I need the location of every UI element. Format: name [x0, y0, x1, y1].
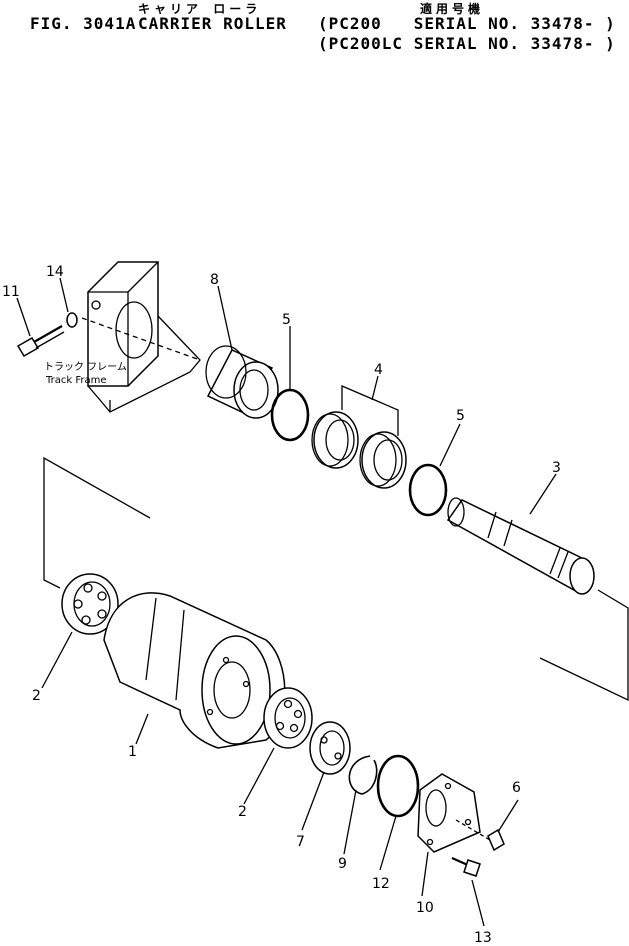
track-frame-label-jp: トラック フレーム — [44, 361, 127, 373]
bolt-13 — [16, 325, 65, 358]
o-ring-11 — [376, 754, 420, 818]
cover-9 — [417, 773, 481, 853]
callout-2-left: 2 — [32, 688, 41, 704]
callout-7: 7 — [296, 834, 305, 850]
snap-ring-8 — [348, 755, 378, 795]
bolt-12 — [451, 856, 481, 877]
track-frame — [87, 261, 201, 413]
callout-5-lower: 5 — [456, 408, 465, 424]
callout-6: 8 — [210, 272, 219, 288]
callout-3: 3 — [552, 460, 561, 476]
track-frame-label-en: Track Frame — [45, 375, 107, 386]
callout-11: 12 — [372, 876, 390, 892]
callout-5-upper: 5 — [282, 312, 291, 328]
assembly-line-right — [539, 589, 629, 702]
serial-line-1: (PC200 SERIAL NO. 33478- ) — [318, 14, 616, 33]
bearing-2-left — [61, 573, 119, 635]
callout-8: 9 — [338, 856, 347, 872]
nut-7 — [309, 721, 351, 775]
callout-9: 10 — [416, 900, 434, 916]
roller-1 — [103, 592, 286, 749]
callout-10: 6 — [512, 780, 521, 796]
bearing-2-right — [263, 687, 313, 749]
serial-line-2: (PC200LC SERIAL NO. 33478- ) — [318, 34, 616, 53]
callout-14: 14 — [46, 264, 64, 280]
o-ring-5-upper — [270, 388, 310, 442]
callout-4: 4 — [374, 362, 383, 378]
assembly-line-left — [43, 456, 151, 589]
figure-number: FIG. 3041A — [30, 14, 137, 33]
callout-12: 13 — [474, 930, 492, 946]
washer-14 — [66, 312, 78, 328]
plug-10 — [455, 819, 505, 852]
japanese-applicable-models: 適用号機 — [420, 2, 485, 16]
callout-13: 11 — [2, 284, 20, 300]
callout-2-right: 2 — [238, 804, 247, 820]
shaft-3 — [446, 497, 595, 595]
o-ring-5-lower — [408, 463, 448, 517]
leader-lines — [16, 277, 557, 927]
collar-6 — [205, 345, 279, 419]
japanese-part-name: キャリア ローラ — [138, 2, 262, 16]
callout-1: 1 — [128, 744, 137, 760]
part-title: CARRIER ROLLER — [138, 14, 287, 33]
floating-seal-4 — [311, 385, 407, 489]
